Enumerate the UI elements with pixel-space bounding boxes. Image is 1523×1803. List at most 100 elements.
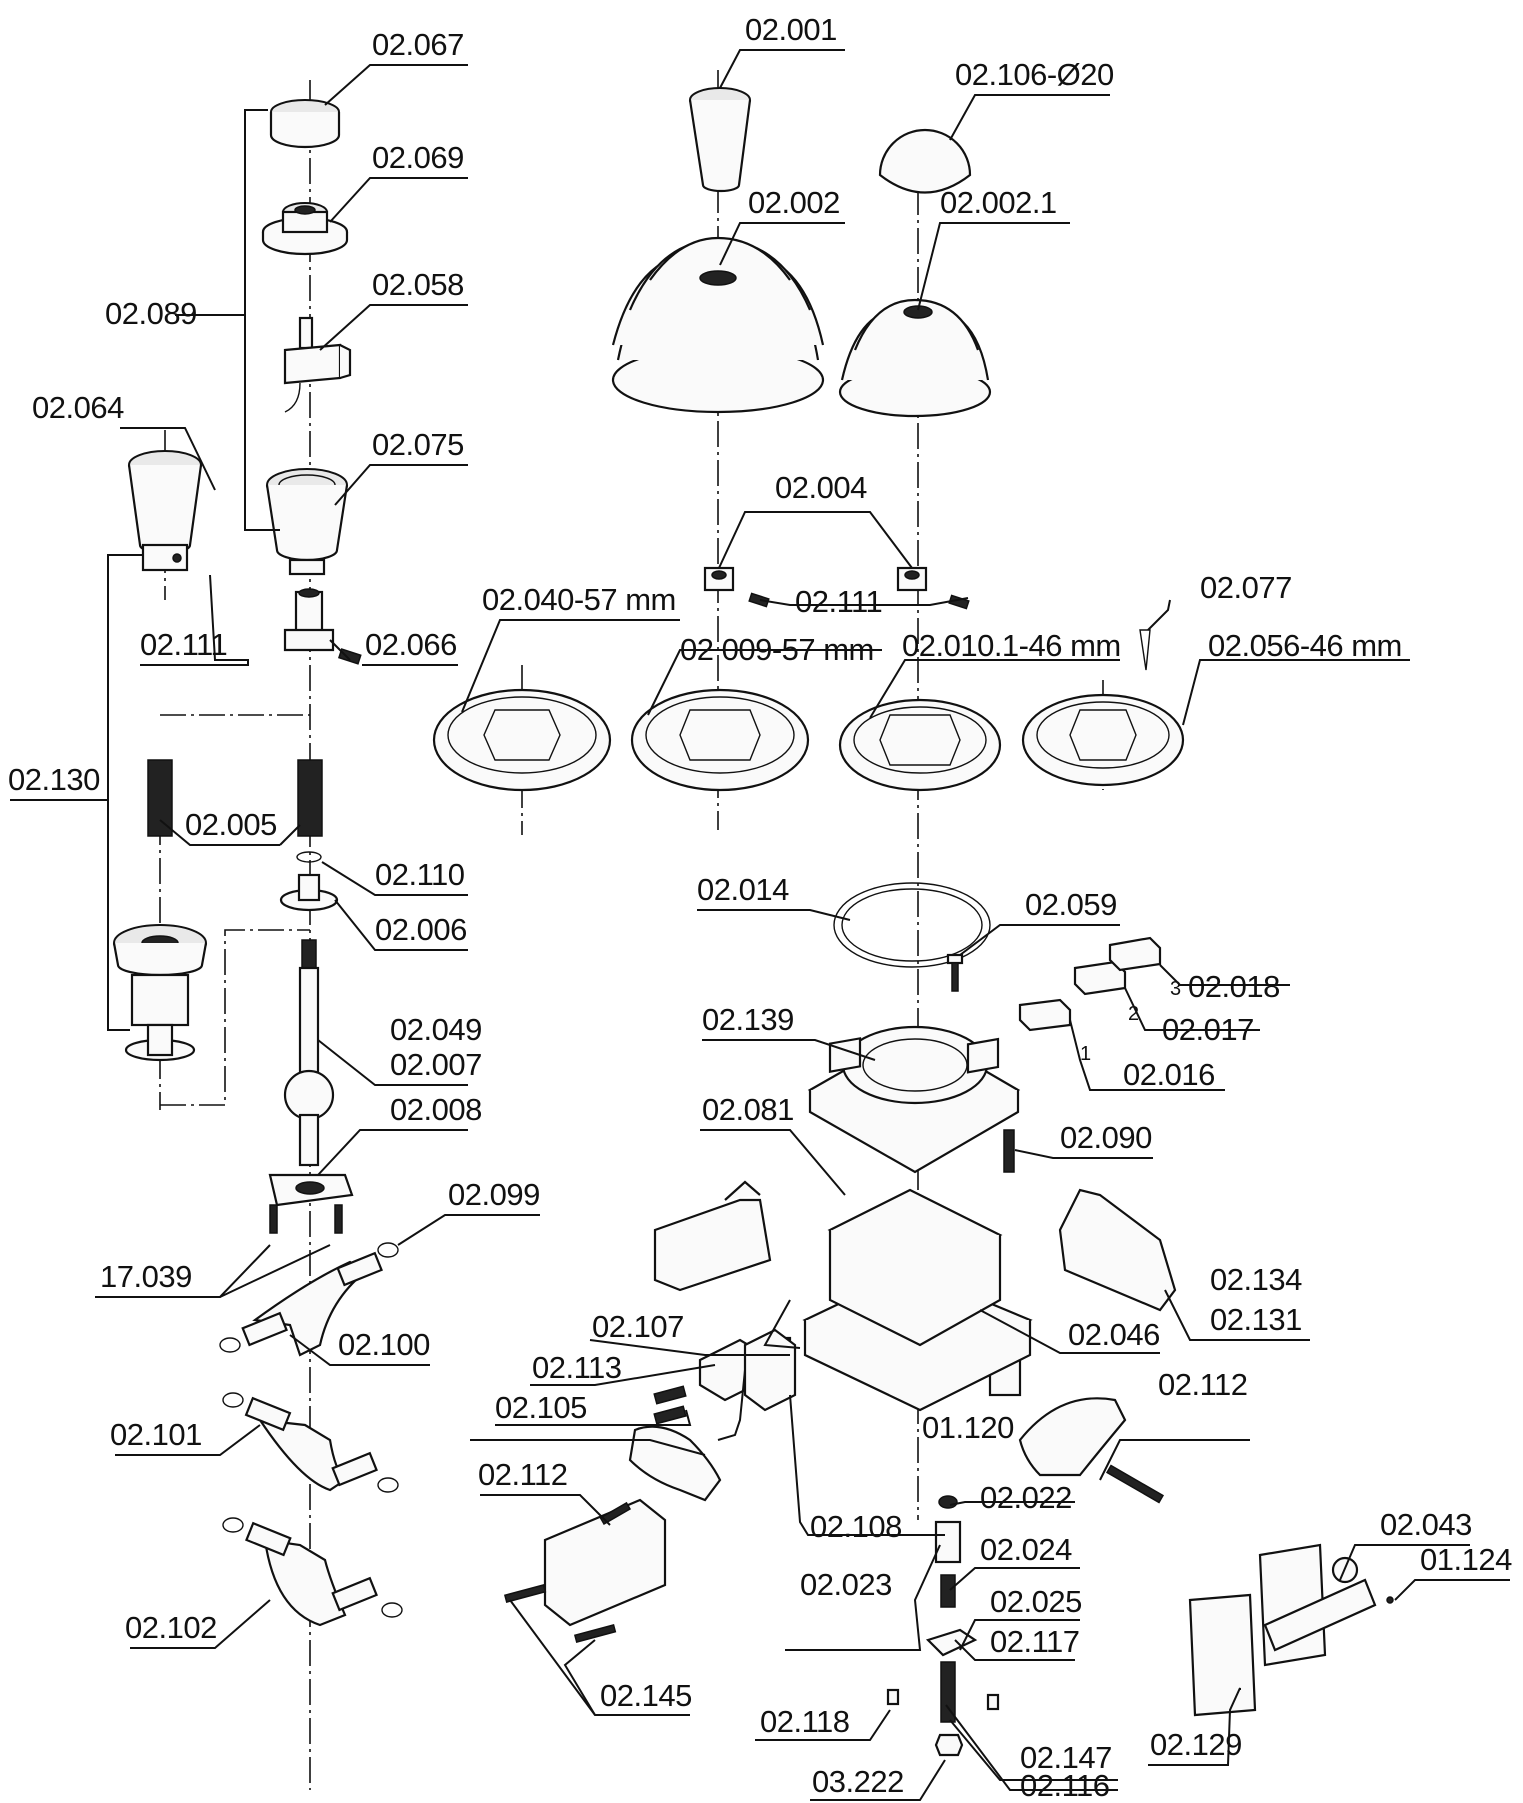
label-02-043: 02.043 [1380,1507,1472,1542]
label-02-077: 02.077 [1200,570,1292,605]
label-02-006: 02.006 [375,912,467,947]
label-02-066: 02.066 [365,627,457,662]
part-spring-02-090 [1003,1129,1015,1173]
part-flange-02-056 [1021,629,1185,787]
label-01-120: 01.120 [922,1410,1014,1445]
part-flange-02-040 [432,688,612,792]
label-02-089: 02.089 [105,296,197,331]
label-02-116: 02.116 [1020,1768,1110,1803]
label-02-008: 02.008 [390,1092,482,1127]
part-oring-02-014 [833,882,991,968]
part-switch-left [653,1180,772,1292]
label-02-001: 02.001 [745,12,837,47]
label-02-147: 02.147 [1020,1740,1112,1775]
label-17-039: 17.039 [100,1259,192,1294]
label-02-058: 02.058 [372,267,464,302]
part-yoke-02-100 [241,1251,383,1357]
label-02-112-left: 02.112 [478,1457,568,1492]
callout-labels: 02.067 02.069 02.058 02.089 02.064 02.07… [8,12,1513,1803]
part-pcb-02-043 [1188,1543,1394,1717]
label-02-022: 02.022 [980,1480,1072,1515]
part-boot-02-002 [611,236,825,414]
part-switch-02-134 [1058,1188,1177,1312]
label-02-101: 02.101 [110,1417,202,1452]
label-02-024: 02.024 [980,1532,1072,1567]
part-nut-02-069 [261,202,349,256]
part-shaft-02-049 [283,939,335,1167]
part-cams-02-016-018 [1018,936,1162,1032]
label-02-131: 02.131 [1210,1302,1302,1337]
label-03-222: 03.222 [812,1764,904,1799]
label-02-067: 02.067 [372,27,464,62]
label-02-010-1-46mm: 02.010.1-46 mm [902,628,1121,663]
label-02-100: 02.100 [338,1327,430,1362]
label-02-075: 02.075 [372,427,464,462]
part-ball-02-106 [878,128,972,194]
label-02-129: 02.129 [1150,1727,1242,1762]
part-knob-02-064 [127,450,203,572]
label-02-090: 02.090 [1060,1120,1152,1155]
label-02-023: 02.023 [800,1567,892,1602]
label-02-102: 02.102 [125,1610,217,1645]
label-02-105: 02.105 [495,1390,587,1425]
part-switch-02-145 [503,1498,667,1643]
part-ring-02-110 [296,851,322,863]
part-screw-02-059 [946,953,964,992]
label-02-113: 02.113 [532,1350,622,1385]
part-boot-02-002-1 [838,298,992,418]
label-02-117: 02.117 [990,1624,1080,1659]
label-02-002: 02.002 [748,185,840,220]
label-02-040-57mm: 02.040-57 mm [482,582,676,617]
label-02-081: 02.081 [702,1092,794,1127]
part-knob-02-001 [688,87,752,193]
label-02-139: 02.139 [702,1002,794,1037]
label-02-016: 02.016 [1123,1057,1215,1092]
part-gate-02-112 [1018,1397,1165,1504]
part-flange-02-010-1 [838,698,1002,792]
label-02-111-left: 02.111 [140,627,227,662]
label-02-118: 02.118 [760,1704,850,1739]
label-cam-1: 1 [1080,1043,1091,1065]
label-02-002-1: 02.002.1 [940,185,1057,220]
leader-lines [10,49,1510,1801]
part-gate-02-105 [628,1425,722,1502]
part-adapter-02-130 [112,924,208,1062]
label-02-025: 02.025 [990,1584,1082,1619]
label-02-014: 02.014 [697,872,789,907]
label-02-110: 02.110 [375,857,465,892]
label-02-005: 02.005 [185,807,277,842]
part-grip-02-075 [265,468,349,576]
label-02-009-57mm: 02 009-57 mm [680,632,874,667]
label-02-017: 02.017 [1162,1012,1254,1047]
label-01-124: 01.124 [1420,1542,1512,1577]
label-02-018: 02.018 [1188,969,1280,1004]
label-02-046: 02.046 [1068,1317,1160,1352]
label-02-007: 02.007 [390,1047,482,1082]
part-cap-02-067 [269,99,341,149]
part-flange-02-009 [630,688,810,792]
label-02-056-46mm: 02.056-46 mm [1208,628,1402,663]
label-02-099: 02.099 [448,1177,540,1212]
part-base-02-046 [802,1188,1033,1412]
part-block-02-107 [653,1328,797,1425]
label-02-004: 02.004 [775,470,867,505]
label-cam-2: 2 [1128,1003,1139,1025]
part-yoke-02-102 [245,1521,378,1627]
part-collar-02-006 [279,873,339,912]
part-housing-02-139 [807,1025,1021,1174]
part-pushbutton-02-058 [283,316,352,413]
label-02-134: 02.134 [1210,1262,1302,1297]
part-yoke-02-101 [244,1396,378,1492]
label-02-108: 02.108 [810,1509,902,1544]
label-02-145: 02.145 [600,1678,692,1713]
part-plate-02-008 [268,1173,354,1234]
part-stack-lower [886,1495,1000,1757]
label-02-111-center: 02.111 [795,584,882,619]
label-02-106-d20: 02.106-Ø20 [955,57,1114,92]
part-springs-02-005 [147,759,323,837]
label-02-112-right: 02.112 [1158,1367,1248,1402]
part-rings-02-099 [219,1242,403,1618]
label-02-049: 02.049 [390,1012,482,1047]
